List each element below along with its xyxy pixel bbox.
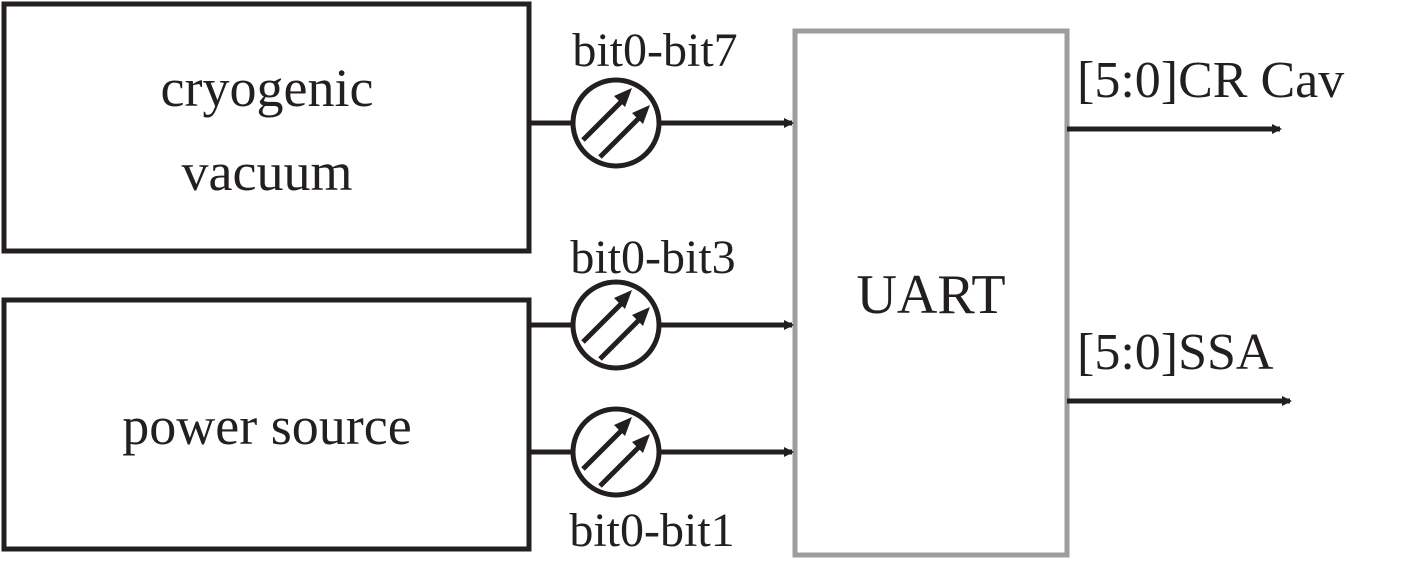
- bit-range-label: bit0-bit1: [569, 504, 734, 557]
- uart-label: UART: [856, 264, 1005, 326]
- cryogenic-vacuum-block: cryogenic vacuum: [1, 1, 532, 254]
- input-channel-bit0-bit1: bit0-bit1: [529, 406, 794, 557]
- vacuum-label: vacuum: [182, 142, 353, 202]
- optocoupler-icon: [570, 77, 662, 169]
- bit-range-label: bit0-bit3: [570, 231, 735, 284]
- bit-range-label: bit0-bit7: [572, 24, 737, 77]
- output-label: [5:0]SSA: [1077, 324, 1274, 381]
- power-source-label: power source: [122, 396, 411, 456]
- output-label: [5:0]CR Cav: [1077, 52, 1344, 109]
- cryogenic-label: cryogenic: [161, 58, 374, 118]
- input-channel-bit0-bit7: bit0-bit7: [529, 24, 794, 169]
- output-cr-cav: [5:0]CR Cav: [1067, 52, 1344, 134]
- power-source-block: power source: [1, 297, 532, 552]
- uart-block: UART: [792, 28, 1070, 558]
- input-channel-bit0-bit3: bit0-bit3: [529, 231, 794, 371]
- optocoupler-icon: [570, 406, 662, 498]
- output-ssa: [5:0]SSA: [1067, 324, 1292, 406]
- optocoupler-icon: [570, 279, 662, 371]
